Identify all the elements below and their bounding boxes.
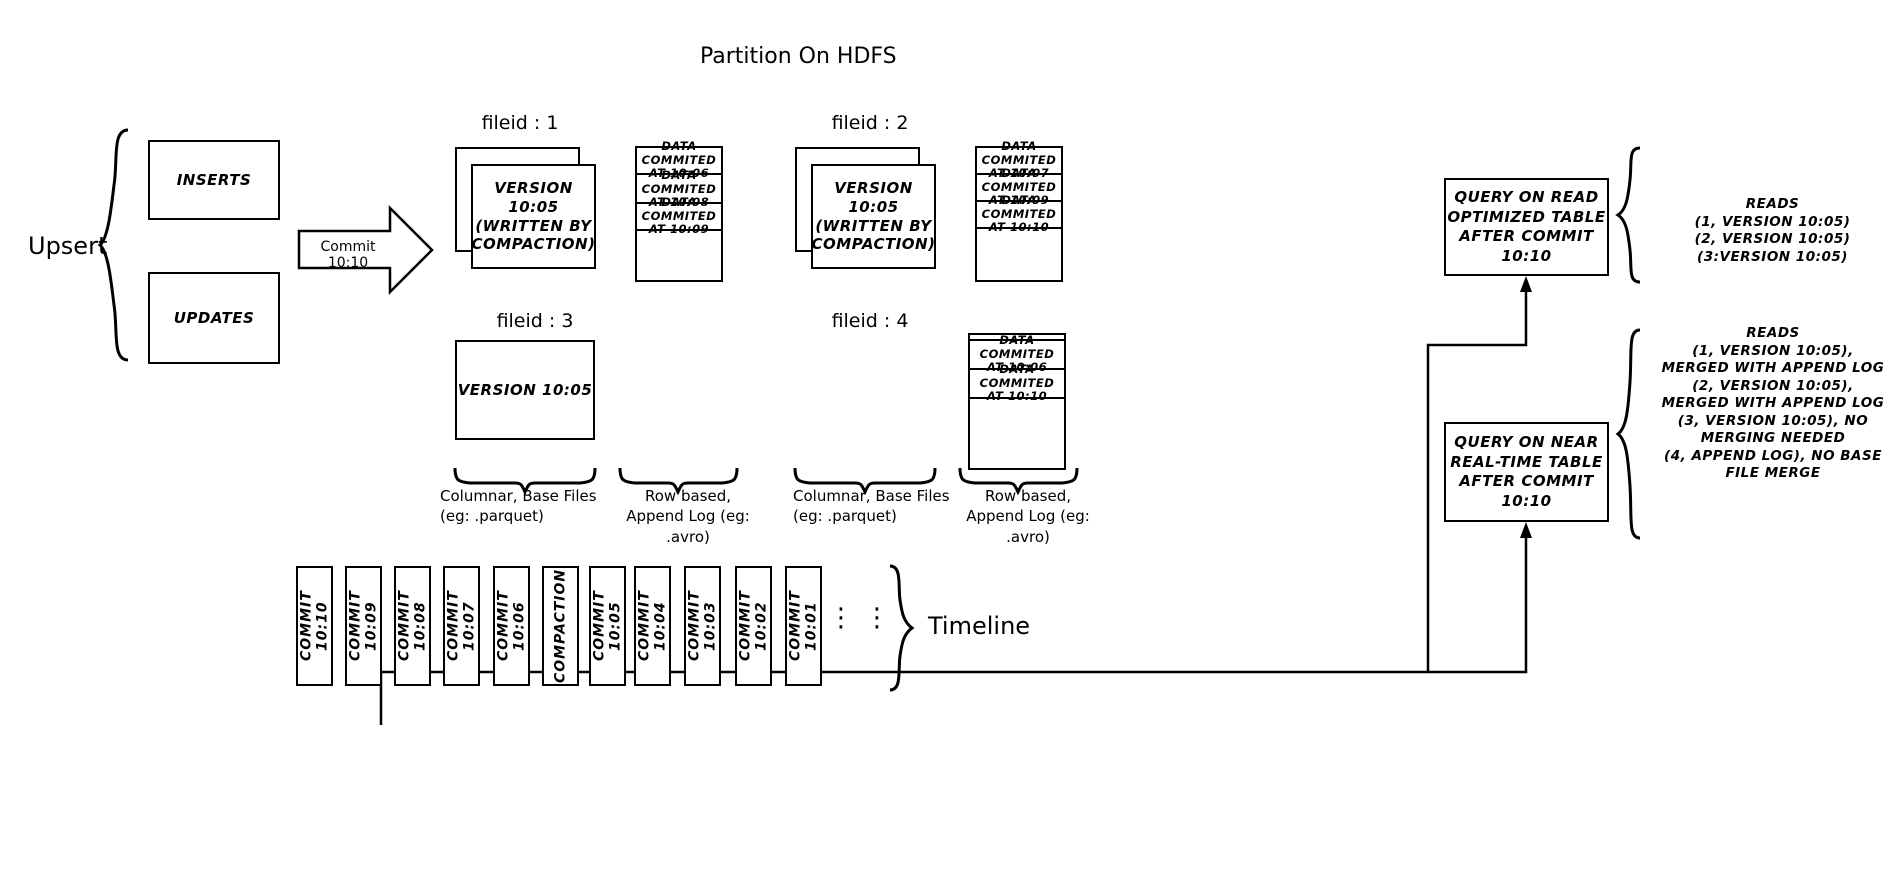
- fileid-4-log-file[interactable]: DATA COMMITED AT 10:06 DATA COMMITED AT …: [968, 333, 1066, 470]
- fileid-2-label: fileid : 2: [831, 112, 909, 134]
- reads-line: (4, APPEND LOG), NO BASE: [1664, 447, 1882, 464]
- fileid-2-log-file[interactable]: DATA COMMITED AT 10:07 DATA COMMITED AT …: [975, 139, 1063, 282]
- fileid-3-label: fileid : 3: [496, 310, 574, 332]
- reads-line: (2, VERSION 10:05): [1694, 231, 1851, 248]
- page-title: Partition On HDFS: [700, 44, 897, 69]
- query-near-realtime-box[interactable]: QUERY ON NEAR REAL-TIME TABLE AFTER COMM…: [1444, 422, 1609, 522]
- upsert-label: Upsert: [28, 232, 108, 260]
- fileid-1-base-text: VERSION 10:05 (WRITTEN BY COMPACTION): [471, 179, 596, 254]
- fileid-3-base-text: VERSION 10:05: [457, 380, 593, 399]
- inserts-label: INSERTS: [176, 170, 252, 189]
- query-near-realtime-text: QUERY ON NEAR REAL-TIME TABLE AFTER COMM…: [1450, 433, 1603, 510]
- query-read-optimized-box[interactable]: QUERY ON READ OPTIMIZED TABLE AFTER COMM…: [1444, 178, 1609, 276]
- updates-box[interactable]: UPDATES: [148, 272, 280, 364]
- caption-columnar-right: Columnar, Base Files (eg: .parquet): [793, 487, 950, 526]
- fileid-1-label: fileid : 1: [481, 112, 559, 134]
- fileid-1-log-file[interactable]: DATA COMMITED AT 10:06 DATA COMMITED AT …: [635, 139, 723, 282]
- caption-rowlog-right: Row based, Append Log (eg: .avro): [966, 487, 1090, 546]
- reads-near-realtime: READS (1, VERSION 10:05), MERGED WITH AP…: [1648, 325, 1898, 483]
- caption-rowlog-left: Row based, Append Log (eg: .avro): [626, 487, 750, 546]
- caption-columnar-left: Columnar, Base Files (eg: .parquet): [440, 487, 597, 526]
- reads-line: MERGED WITH APPEND LOG: [1661, 395, 1885, 412]
- fileid-4-label: fileid : 4: [831, 310, 909, 332]
- reads-line: (2, VERSION 10:05),: [1692, 377, 1854, 394]
- timeline-label: Timeline: [928, 612, 1031, 640]
- reads-read-optimized: READS (1, VERSION 10:05) (2, VERSION 10:…: [1650, 196, 1895, 266]
- fileid-2-base-text: VERSION 10:05 (WRITTEN BY COMPACTION): [811, 179, 936, 254]
- reads-line: FILE MERGE: [1725, 465, 1821, 482]
- reads-title: READS: [1746, 325, 1800, 341]
- updates-label: UPDATES: [173, 308, 255, 327]
- fileid-3-base-box[interactable]: VERSION 10:05: [455, 340, 595, 440]
- reads-line: (3, VERSION 10:05), NO: [1677, 412, 1869, 429]
- reads-line: (1, VERSION 10:05): [1694, 213, 1851, 230]
- log-file-header: [970, 335, 1064, 341]
- reads-line: MERGED WITH APPEND LOG: [1661, 360, 1885, 377]
- reads-line: (1, VERSION 10:05),: [1692, 342, 1854, 359]
- query-read-optimized-text: QUERY ON READ OPTIMIZED TABLE AFTER COMM…: [1447, 188, 1606, 265]
- reads-title: READS: [1745, 196, 1800, 212]
- fileid-2-base-front[interactable]: VERSION 10:05 (WRITTEN BY COMPACTION): [811, 164, 936, 269]
- reads-line: (3:VERSION 10:05): [1697, 248, 1848, 265]
- commit-arrow-label: Commit 10:10: [320, 239, 376, 271]
- fileid-1-base-front[interactable]: VERSION 10:05 (WRITTEN BY COMPACTION): [471, 164, 596, 269]
- reads-line: MERGING NEEDED: [1700, 430, 1846, 447]
- inserts-box[interactable]: INSERTS: [148, 140, 280, 220]
